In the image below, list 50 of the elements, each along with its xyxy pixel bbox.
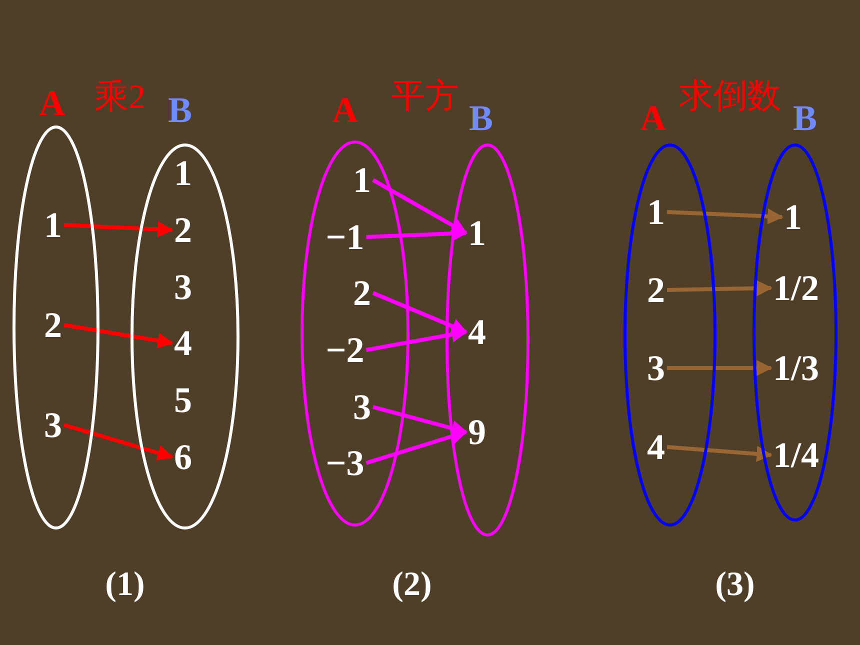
arrow: [63, 423, 174, 461]
element-label: 3: [353, 389, 371, 425]
element-label: 3: [174, 269, 192, 305]
arrow: [666, 208, 784, 224]
element-label: 2: [174, 212, 192, 248]
element-label: 1: [647, 194, 665, 230]
element-label: 1: [174, 155, 192, 191]
element-label: 1: [44, 207, 62, 243]
element-label: 2: [44, 307, 62, 343]
element-label: 4: [468, 314, 486, 350]
element-label: 6: [174, 439, 192, 475]
element-label: 2: [353, 275, 371, 311]
set-name: B: [168, 92, 192, 128]
arrow: [64, 323, 174, 349]
element-label: 5: [174, 382, 192, 418]
mapping-rule: 平方: [391, 80, 459, 114]
element-label: 1/3: [773, 350, 819, 386]
element-label: 4: [174, 325, 192, 361]
element-label: −3: [326, 445, 364, 481]
set-name: A: [39, 85, 65, 121]
element-label: 1: [468, 215, 486, 251]
element-label: −2: [326, 332, 364, 368]
set-name: B: [469, 100, 493, 136]
arrow: [372, 291, 468, 334]
arrow: [372, 178, 468, 235]
mapping-rule: 求倒数: [679, 80, 781, 114]
element-label: 2: [647, 272, 665, 308]
mapping-rule: 乘2: [94, 81, 146, 115]
element-label: 9: [468, 414, 486, 450]
panel-number: (3): [715, 568, 755, 602]
arrow: [366, 226, 468, 242]
panel-number: (1): [105, 568, 145, 602]
element-label: 3: [647, 350, 665, 386]
set-name: A: [640, 100, 666, 136]
arrow: [64, 221, 174, 238]
element-label: 1/4: [773, 437, 819, 473]
panel-number: (2): [392, 568, 432, 602]
element-label: 4: [647, 429, 665, 465]
arrow: [366, 326, 468, 352]
arrow: [666, 445, 773, 462]
element-label: −1: [326, 219, 364, 255]
element-label: 1/2: [773, 270, 819, 306]
element-label: 1: [784, 199, 802, 235]
arrow: [667, 360, 773, 376]
element-label: 3: [44, 407, 62, 443]
arrow: [366, 428, 468, 465]
arrow: [666, 280, 773, 296]
set-name: B: [793, 100, 817, 136]
set-name: A: [332, 92, 358, 128]
element-label: 1: [353, 162, 371, 198]
